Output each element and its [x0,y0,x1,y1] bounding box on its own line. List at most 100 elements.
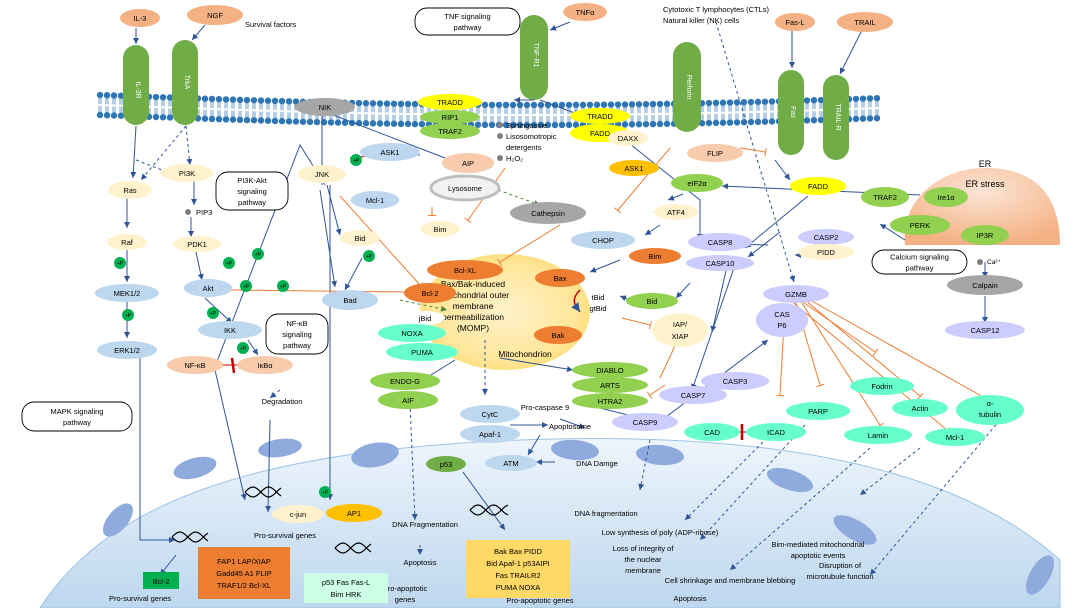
phosphate-icon [319,486,331,498]
label-trka: TrkA [183,75,190,90]
node-bad [322,290,378,310]
node-casp6 [756,303,808,337]
label-calc-path-l2: pathway [906,264,934,273]
arrows [124,21,1001,576]
label-p53: p53 [440,460,453,469]
label-aif: AIF [402,396,414,405]
phosphate-label: +P [117,261,124,267]
label-pro-apoptotic1-l1: Pro-apoptotic [383,584,428,593]
label-pro-survival1: Pro-survival genes [254,531,316,540]
label-nfkb-path-l1: NF-κB [286,319,307,328]
label-pidd: PIDD [817,248,836,257]
label-bax: Bax [554,274,567,283]
label-flip: FLIP [707,149,723,158]
label-ctl-l1: Cytotoxic T lymphocytes (CTLs) [663,5,770,14]
node-casp8 [688,233,752,251]
label-tnfa: TNFα [576,8,596,17]
calcium-pathway-box [871,249,968,275]
label-casp9: CASP9 [633,418,658,427]
node-mcl1a [351,191,399,209]
node-atf4 [654,204,698,220]
node-lysosome [429,174,501,202]
label-mapk-path-l2: pathway [63,418,91,427]
node-fadd2 [790,177,846,195]
momp-line1: Bax/Bak-induced [441,279,506,289]
label-survival-factors: Survival factors [245,20,297,29]
momp-line5: (MOMP) [457,323,489,333]
label-pro-apoptotic2: Pro-apoptotic genes [506,596,573,605]
phosphate-icon [277,280,289,292]
label-tradd2: TRADD [587,112,613,121]
label-ask1a: ASK1 [380,148,399,157]
label-raf: Raf [121,238,134,247]
label-jnk: JNK [315,170,329,179]
label-aip: AIP [462,159,474,168]
label-diablo: DIABLO [596,366,624,375]
label-casp8: CASP8 [708,238,733,247]
label-atf4: ATF4 [667,208,685,217]
node-casp10 [686,255,754,271]
label-lamin: Lamin [868,431,888,440]
receptor-tnfr1 [520,15,548,100]
label-ire1a: Ire1α [937,193,955,202]
node-cytc [460,405,520,423]
label-mcl1b: Mcl-1 [946,433,964,442]
label-traf2a: TRAF2 [438,127,462,136]
label-cas6-l1: CAS [774,310,789,319]
label-bcl2b: Bcl-2 [152,577,169,586]
node-lamin [844,426,912,444]
label-pdk1: PDK1 [187,240,207,249]
node-parp [786,402,850,420]
node-icad [746,423,806,441]
bcl2-gene-box [143,572,179,589]
label-bak: Bak [552,331,565,340]
receptor-fas [778,70,804,155]
phosphate-label: +P [280,284,287,290]
label-ca: Ca²⁺ [987,259,1001,266]
label-trailr: TRAIL-R [834,103,841,130]
phosphate-icon [350,154,362,166]
receptors [123,15,849,160]
label-casp12: CASP12 [971,326,1000,335]
label-erk: ERK1/2 [114,346,140,355]
node-ngf [187,5,243,25]
label-mapk-path-l1: MAPK signaling [51,407,104,416]
label-low-synth: Low synthesis of poly (ADP-ribose) [602,528,719,537]
node-apaf1 [460,425,520,443]
label-ctl-l2: Natural killer (NK) cells [663,16,740,25]
bullet-icon [497,133,503,139]
receptor-trailr [823,75,849,160]
label-pa-box2-l1: Bak Bax PIDD [494,547,543,556]
lipid-bilayer-icon [96,91,881,129]
label-degradation: Degradation [262,397,303,406]
node-endog [370,372,440,390]
node-tradd2 [570,108,630,124]
phosphate-label: +P [240,346,247,352]
phosphate-icon [237,342,249,354]
label-fadd2: FADD [808,182,829,191]
label-ps-box-l1: FAP1 LAP/XIAP [217,557,271,566]
label-cell-shrink: Cell shrinkage and membrane blebbing [665,576,796,585]
label-cathepsin: Cathepsin [531,209,565,218]
momp-line3: membrane [453,301,494,311]
dna-icon [244,486,282,498]
dna-icon [469,504,509,516]
label-pa-box1-l2: Bim HRK [331,590,362,599]
label-tnf-path-l2: pathway [454,23,482,32]
label-akt: Akt [203,284,215,293]
label-er-stress: ER stress [965,179,1005,189]
label-mek: MEK1/2 [114,289,141,298]
label-jbid: jBid [418,314,432,323]
node-bcl2a [404,283,456,303]
label-rip1: RIP1 [442,113,459,122]
node-aif [378,391,438,409]
phosphate-icon [114,257,126,269]
bullet-icon [977,259,983,265]
receptor-perforin [673,42,701,132]
phosphate-icon [240,280,252,292]
label-fadd1: FADD [590,129,611,138]
label-apaf1: Apaf-1 [479,430,501,439]
node-arts [572,377,648,393]
